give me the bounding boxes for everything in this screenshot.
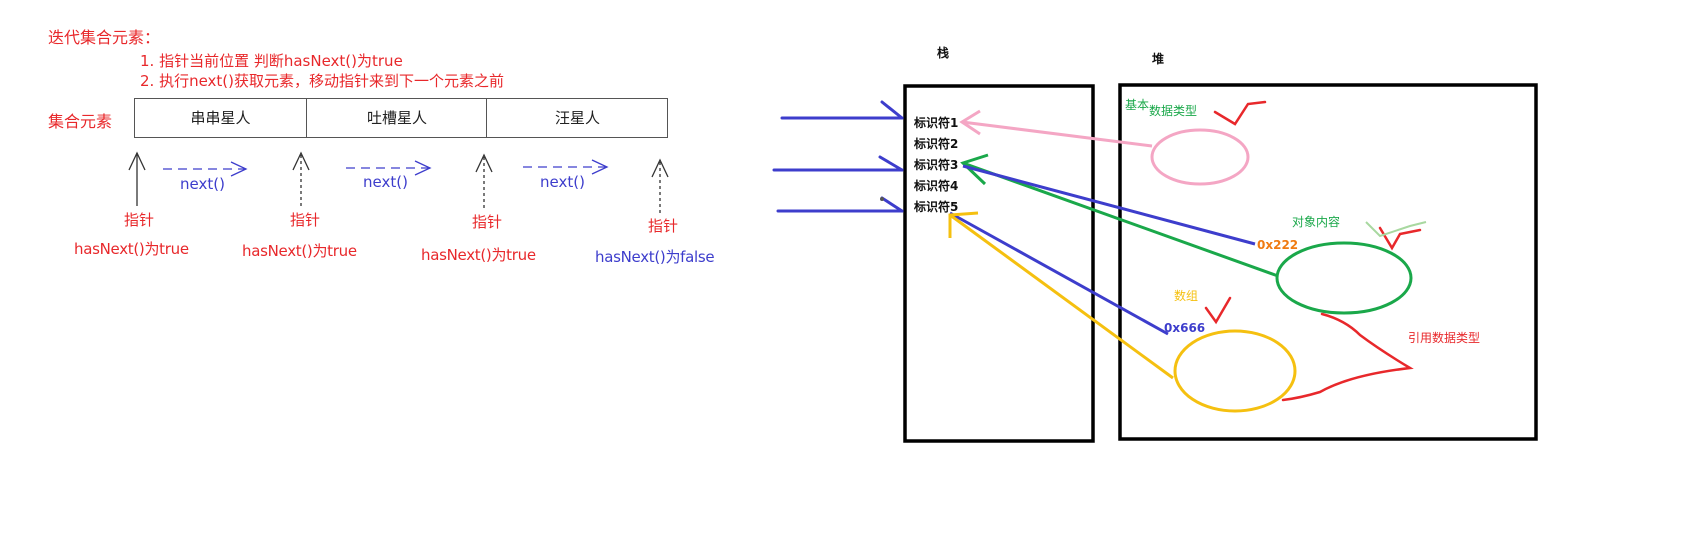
pointer-label: 指针 [290,211,321,229]
scribble-mark [1365,221,1427,238]
collection-box: 串串星人 吐槽星人 汪星人 [134,98,668,138]
next-label: next() [363,173,408,191]
array-label: 数组 [1174,289,1199,303]
addr-666-link [949,211,1169,336]
scribble-dot [880,197,884,201]
next-arrow-3 [523,159,609,175]
basic-type-link [959,109,1250,186]
hasnext-label: hasNext()为true [74,240,189,258]
object-link [960,153,1413,315]
reference-types-label: 引用数据类型 [1408,331,1481,345]
heap-frame [1118,83,1538,441]
step-1: 1. 指针当前位置 判断hasNext()为true [140,52,403,70]
step-2: 2. 执行next()获取元素，移动指针来到下一个元素之前 [140,72,505,90]
hasnext-label: hasNext()为true [242,242,357,260]
pointer-arrow-4 [651,158,669,213]
identifier-4: 标识符4 [914,179,959,193]
check-mark-basic [1213,100,1267,126]
object-content-label: 对象内容 [1292,215,1341,229]
check-mark-array [1204,296,1232,325]
addr-222-link [962,164,1256,246]
check-mark-object [1378,226,1422,251]
blue-arrow-3 [776,196,904,213]
blue-arrow-1 [780,100,904,120]
next-arrow-2 [346,160,432,176]
pointer-arrow-2 [292,151,310,206]
identifier-5: 标识符5 [914,200,959,214]
collection-label: 集合元素 [48,112,113,131]
addr-222-label: 0x222 [1257,238,1299,252]
iterator-title: 迭代集合元素： [48,28,161,47]
stack-frame [903,84,1095,443]
collection-cell: 吐槽星人 [306,99,487,137]
identifier-2: 标识符2 [914,137,959,151]
addr-666-label: 0x666 [1164,321,1206,335]
identifier-1: 标识符1 [914,116,959,130]
array-link [948,211,1297,413]
collection-cell: 汪星人 [486,99,668,137]
blue-arrow-2 [772,155,904,172]
next-label: next() [540,173,585,191]
next-arrow-1 [163,161,248,177]
pointer-arrow-3 [475,153,493,208]
pointer-arrow-1 [128,151,146,206]
pointer-label: 指针 [472,213,503,231]
collection-cell: 串串星人 [190,109,251,127]
pointer-label: 指针 [124,211,155,229]
reference-bracket [1281,312,1414,402]
identifier-3: 标识符3 [914,158,959,172]
stack-title: 栈 [937,46,950,60]
hasnext-label: hasNext()为true [421,246,536,264]
basic-type-label: 基本数据类型 [1125,96,1197,118]
basic-label-part-2: 数据类型 [1149,104,1198,118]
heap-title: 堆 [1152,52,1165,66]
pointer-label: 指针 [648,217,679,235]
basic-label-part-1: 基本 [1125,98,1150,112]
hasnext-label: hasNext()为false [595,248,715,266]
next-label: next() [180,175,225,193]
